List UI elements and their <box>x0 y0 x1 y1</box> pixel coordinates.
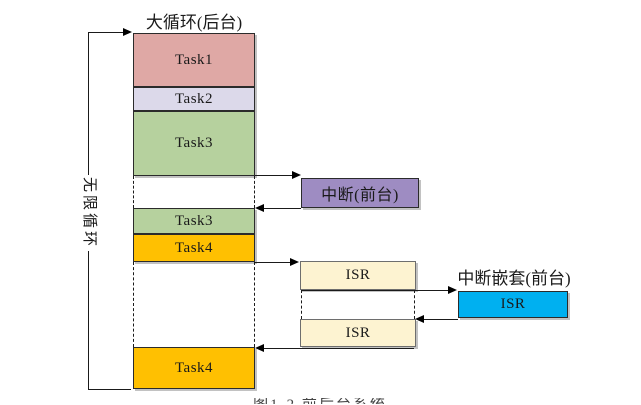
gap2-right-dashed-line <box>254 262 255 347</box>
gap2-left-dashed-line <box>133 262 134 347</box>
gap1-right-dashed-line <box>254 176 255 208</box>
interrupt-box: 中断(前台) <box>301 178 419 208</box>
nested-isr-box: ISR <box>458 291 568 318</box>
task2-box: Task2 <box>133 87 255 111</box>
arrow-to-interrupt-head-icon <box>292 171 301 179</box>
arrow-from-isr2-line <box>264 348 414 349</box>
arrow-from-interrupt-line <box>264 208 301 209</box>
nested-interrupt-title: 中断嵌套(前台) <box>457 269 571 288</box>
arrow-to-interrupt-line <box>255 175 293 176</box>
task4-resume-box: Task4 <box>133 347 255 389</box>
gap1-left-dashed-line <box>133 176 134 208</box>
loop-bottom-line <box>88 389 131 390</box>
infinite-loop-label: 无限循环 <box>80 175 98 251</box>
loop-arrowhead-icon <box>123 28 132 36</box>
isr-gap-left-dashed-line <box>301 290 302 319</box>
isr-gap-right-dashed-line <box>414 290 415 319</box>
arrow-to-nested-isr-head-icon <box>448 286 457 294</box>
isr-box-2: ISR <box>300 319 416 347</box>
task1-box: Task1 <box>133 33 255 87</box>
arrow-to-isr1-head-icon <box>290 258 299 266</box>
arrow-from-isr2-head-icon <box>255 344 264 352</box>
task3-box: Task3 <box>133 111 255 176</box>
arrow-to-isr1-line <box>255 262 291 263</box>
loop-top-line <box>88 32 126 33</box>
arrow-from-interrupt-head-icon <box>255 204 264 212</box>
isr-box-1: ISR <box>300 261 416 290</box>
background-loop-title: 大循环(后台) <box>145 13 243 32</box>
arrow-to-nested-isr-line <box>301 290 448 291</box>
arrow-from-nested-isr-line <box>424 319 458 320</box>
task3-resume-box: Task3 <box>133 208 255 234</box>
task4-box: Task4 <box>133 234 255 262</box>
arrow-from-nested-isr-head-icon <box>415 315 424 323</box>
figure-caption-clipped: 图1-2 前后台系统 <box>225 398 415 404</box>
